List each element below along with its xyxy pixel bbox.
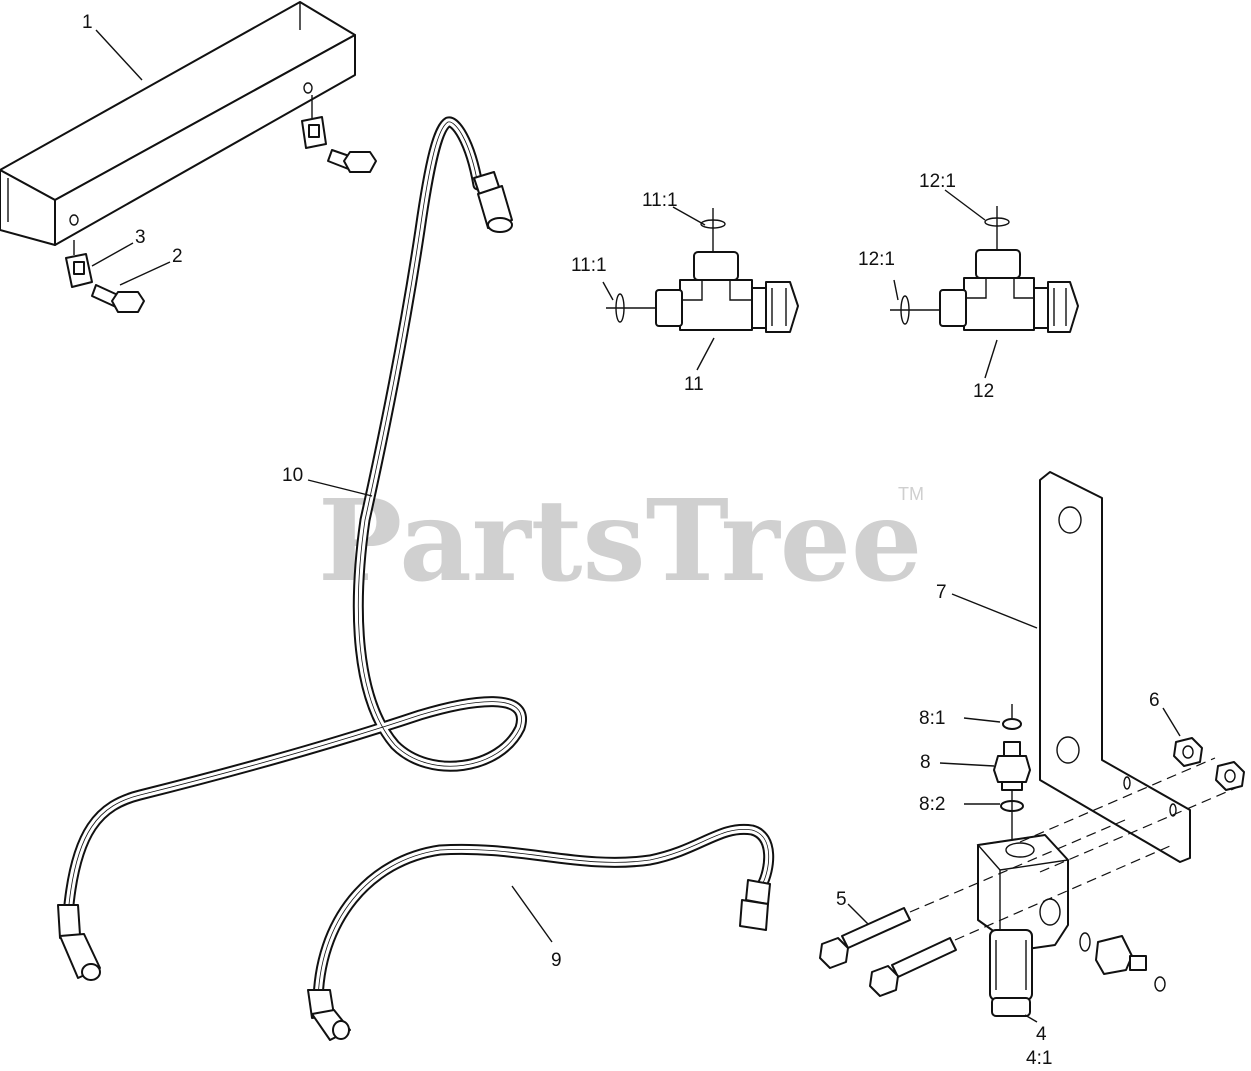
part-3-clip-nut: [65, 116, 327, 288]
watermark-text: PartsTree: [318, 476, 922, 607]
part-1-channel-bracket: [0, 1, 356, 255]
label-part-4-1: 4:1: [1026, 1048, 1052, 1069]
label-part-3: 3: [135, 227, 146, 248]
label-part-1: 1: [82, 12, 93, 33]
part-8-adapter: [993, 704, 1031, 842]
part-5-bolt: [819, 907, 957, 997]
part-10-long-hose: [57, 116, 527, 981]
label-part-8: 8: [920, 752, 931, 773]
part-7-l-bracket: [1039, 471, 1191, 863]
callout-labels: 1 2 3 4 4:1 5 6 7 8 8:1 8:2 9 10 11 11:1…: [82, 12, 1160, 1069]
label-part-12-1-left: 12:1: [858, 249, 895, 270]
label-part-12-1-top: 12:1: [919, 171, 956, 192]
assembly-lines: [909, 757, 1246, 941]
part-11-tee-fitting: [606, 208, 799, 333]
label-part-5: 5: [836, 889, 847, 910]
label-part-7: 7: [936, 582, 947, 603]
part-12-tee-fitting: [890, 206, 1079, 333]
label-part-2: 2: [172, 246, 183, 267]
part-2-bolt: [91, 149, 377, 313]
label-part-9: 9: [551, 950, 562, 971]
label-part-11-1-top: 11:1: [642, 190, 678, 211]
part-9-short-hose: [307, 823, 775, 1041]
watermark-trademark: TM: [898, 484, 924, 504]
watermark: PartsTree TM: [318, 476, 924, 607]
label-part-11-1-left: 11:1: [571, 255, 607, 276]
label-part-10: 10: [282, 465, 303, 486]
label-part-11: 11: [684, 374, 704, 395]
label-part-12: 12: [973, 381, 994, 402]
part-6-nut: [1173, 737, 1245, 791]
label-part-8-1: 8:1: [919, 708, 945, 729]
label-part-4: 4: [1036, 1024, 1047, 1045]
leader-lines: [91, 29, 1181, 1023]
part-4-valve-block: [976, 834, 1166, 1017]
label-part-6: 6: [1149, 690, 1160, 711]
label-part-8-2: 8:2: [919, 794, 945, 815]
